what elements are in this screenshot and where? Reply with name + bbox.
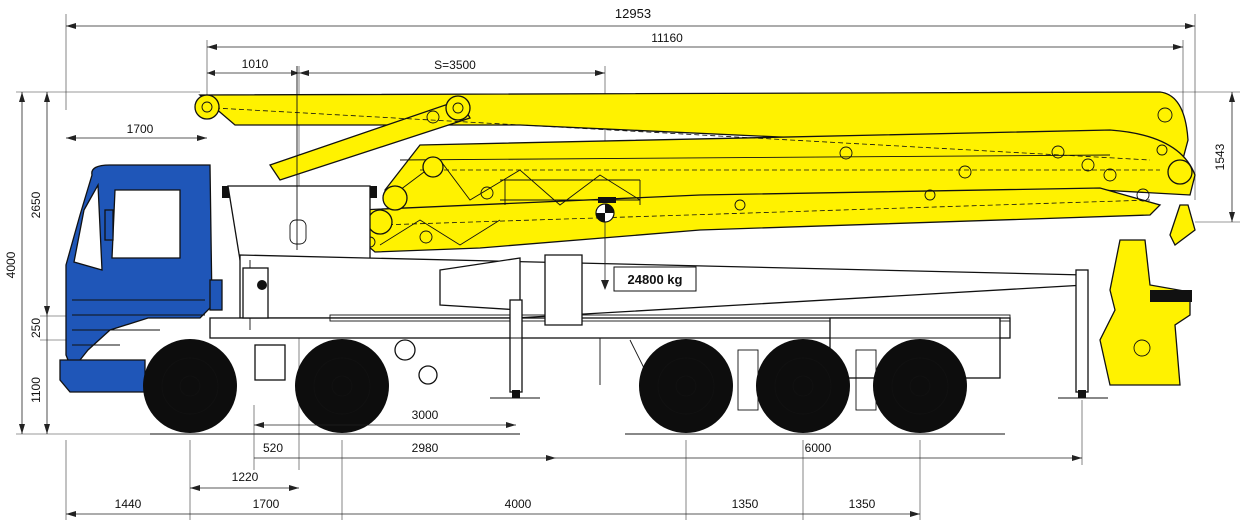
- turret: [227, 185, 371, 261]
- dim-outrigger-front-small: 520: [263, 441, 283, 455]
- dim-frame-height: 1100: [29, 377, 43, 403]
- dim-front-overhang: 1440: [115, 497, 142, 511]
- dim-total-height: 4000: [4, 251, 18, 278]
- dim-boom-pivot-offset: 1010: [242, 57, 269, 71]
- dim-cab-offset: 1700: [127, 122, 154, 136]
- right-dimensions: 1543: [1170, 91, 1240, 223]
- wheel-rear-1: [639, 339, 733, 433]
- dim-slewing-offset: S=3500: [434, 58, 476, 72]
- dim-rear-axle-spacing-2: 1350: [849, 497, 876, 511]
- center-of-gravity-icon: [595, 203, 615, 290]
- dim-boom-fold-height: 1543: [1213, 143, 1227, 170]
- dim-boom-length: 11160: [651, 31, 683, 45]
- top-dimensions: 12953 11160 1010 S=3500 1700: [65, 6, 1196, 470]
- left-dimensions: 4000 2650 250 1100: [4, 91, 200, 435]
- dim-overall-length: 12953: [615, 6, 651, 21]
- concrete-hopper: [1099, 239, 1192, 386]
- boom-assembly: [194, 91, 1196, 253]
- dim-cab-height: 2650: [29, 191, 43, 218]
- dim-outrigger-span: 2980: [412, 441, 439, 455]
- wheel-rear-3: [873, 339, 967, 433]
- dim-front-axle-spacing: 1700: [253, 497, 280, 511]
- dim-wheelbase: 4000: [505, 497, 532, 511]
- dim-chassis-offset: 250: [29, 318, 43, 338]
- wheel-rear-2: [756, 339, 850, 433]
- boom-cylinder-arm: [268, 99, 471, 181]
- wheel-front-1: [143, 339, 237, 433]
- wheels: [143, 339, 1005, 435]
- weight-label-box: 24800 kg: [613, 266, 697, 292]
- boom-end-hose: [1169, 204, 1196, 246]
- weight-label: 24800 kg: [628, 272, 683, 287]
- cab-windshield: [73, 182, 103, 271]
- dim-rear-axle-spacing-1: 1350: [732, 497, 759, 511]
- dim-outrigger-front: 3000: [412, 408, 439, 422]
- dim-outrigger-rear: 6000: [805, 441, 832, 455]
- wheel-front-2: [295, 339, 389, 433]
- cab-side-window: [111, 189, 181, 259]
- truck-cab: [59, 164, 223, 393]
- bottom-dimensions: 3000 520 2980 6000 1220 1440 1700 4000 1…: [65, 400, 1083, 520]
- dim-axle-front-offset: 1220: [232, 470, 259, 484]
